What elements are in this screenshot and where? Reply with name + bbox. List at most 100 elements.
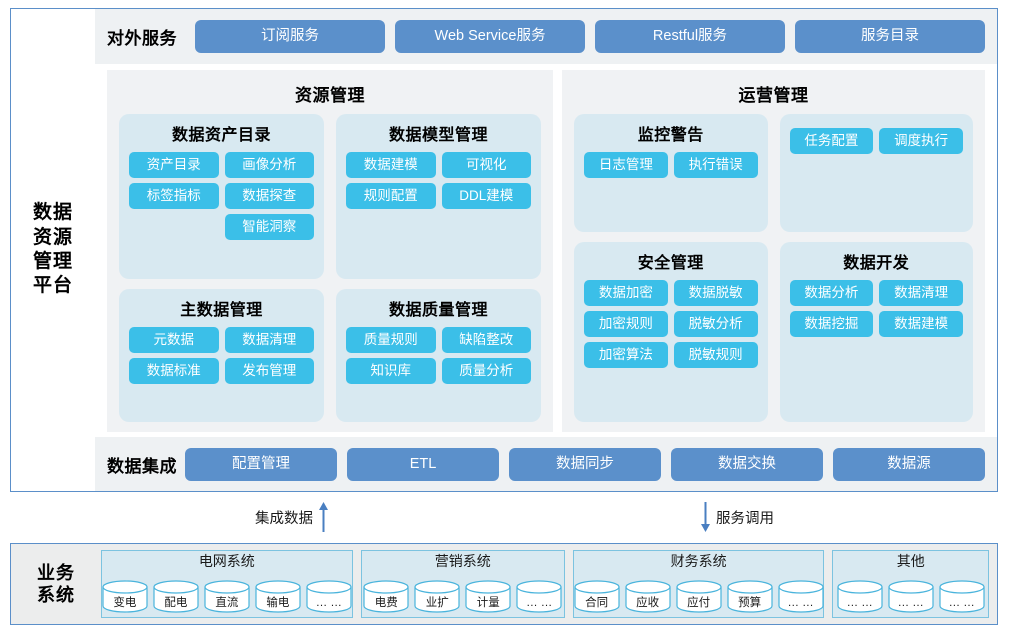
cylinder-label: … … (948, 596, 975, 609)
feature-chip[interactable]: 资产目录 (129, 152, 219, 178)
sub-card: 数据质量管理质量规则缺陷整改知识库质量分析 (336, 288, 541, 422)
database-cylinder-icon[interactable]: 合同 (573, 580, 620, 613)
integration-pill[interactable]: ETL (347, 447, 499, 481)
feature-chip[interactable]: 缺陷整改 (441, 326, 531, 353)
feature-chip[interactable]: 执行错误 (673, 152, 758, 178)
sub-card: 任务配置调度执行 (779, 114, 973, 232)
cylinder-label: … … (846, 596, 873, 609)
integration-pill[interactable]: 数据交换 (671, 447, 823, 481)
database-cylinder-icon[interactable]: 业扩 (414, 580, 460, 613)
feature-chip[interactable]: 元数据 (129, 326, 219, 353)
cylinder-label: 配电 (164, 596, 188, 609)
business-system-group: 电网系统变电配电直流输电… … (101, 550, 353, 618)
database-cylinder-icon[interactable]: … … (837, 580, 883, 613)
service-pill[interactable]: Web Service服务 (395, 20, 585, 53)
feature-chip[interactable]: 智能洞察 (224, 214, 314, 240)
feature-chip[interactable]: 数据挖掘 (789, 311, 874, 337)
database-cylinder-icon[interactable]: … … (939, 580, 985, 613)
feature-chip[interactable]: 质量分析 (441, 357, 531, 384)
sub-card-title: 数据模型管理 (388, 127, 488, 144)
feature-chip[interactable]: 质量规则 (346, 326, 436, 353)
feature-chip[interactable]: 数据建模 (346, 152, 436, 178)
cylinder-label: 直流 (215, 596, 239, 609)
business-system-group: 财务系统合同 应收 应付 预算… … (572, 550, 825, 618)
database-cylinder-icon[interactable]: 配电 (153, 580, 199, 613)
title-line: 平台 (32, 275, 73, 297)
database-cylinder-icon[interactable]: 应收 (624, 580, 671, 613)
chip-grid: 元数据数据清理数据标准发布管理 (129, 326, 314, 384)
feature-chip[interactable]: 加密规则 (584, 311, 668, 337)
title-line: 资源 (32, 226, 73, 248)
database-cylinder-icon[interactable]: … … (306, 580, 352, 613)
feature-chip[interactable]: 日志管理 (584, 152, 668, 178)
panel-title: 运营管理 (738, 86, 809, 105)
database-cylinder-icon[interactable]: 输电 (255, 580, 301, 613)
feature-chip[interactable]: 画像分析 (224, 152, 314, 178)
database-cylinder-icon[interactable]: 直流 (204, 580, 250, 613)
data-integration-items: 配置管理 ETL 数据同步数据交换数据源 (185, 447, 985, 481)
arrow-up-icon (319, 502, 328, 532)
data-integration-bar: 数据集成 配置管理 ETL 数据同步数据交换数据源 (95, 437, 997, 491)
feature-chip[interactable]: 数据加密 (584, 280, 668, 306)
connector-service-call: 服务调用 (700, 502, 774, 532)
integration-pill[interactable]: 配置管理 (185, 447, 337, 481)
sub-card: 数据开发数据分析数据清理数据挖掘数据建模 (779, 242, 973, 422)
data-integration-label: 数据集成 (107, 456, 177, 476)
connector-integrate-data: 集成数据 (255, 502, 329, 532)
database-cylinder-icon[interactable]: 电费 (363, 580, 409, 613)
feature-chip[interactable]: 数据分析 (789, 280, 874, 306)
integration-pill[interactable]: 数据源 (833, 447, 985, 481)
feature-chip[interactable]: 数据探查 (224, 183, 314, 209)
database-cylinder-icon[interactable]: … … (888, 580, 934, 613)
title-line: 数据 (32, 202, 73, 224)
feature-chip[interactable]: 脱敏分析 (673, 311, 758, 337)
business-title-text: 业务系统 (37, 562, 75, 607)
feature-chip[interactable]: 发布管理 (224, 357, 314, 384)
business-system-group: 营销系统电费业扩 计量 … … (360, 550, 565, 618)
feature-chip[interactable]: 规则配置 (346, 183, 436, 209)
connector-label: 服务调用 (716, 510, 774, 527)
database-cylinder-icon[interactable]: 变电 (102, 580, 148, 613)
database-cylinder-icon[interactable]: … … (777, 580, 824, 613)
cylinder-label: 计量 (476, 596, 500, 609)
feature-chip[interactable]: 数据清理 (224, 326, 314, 353)
business-groups: 电网系统变电配电直流输电… …营销系统电费业扩计量… …财务系统合同应收应付预算… (101, 550, 989, 618)
feature-chip[interactable]: 任务配置 (789, 128, 874, 154)
cylinder-label: 应付 (687, 596, 711, 609)
sub-card: 监控警告日志管理执行错误 (574, 114, 768, 232)
business-system-group-title: 财务系统 (670, 553, 727, 569)
feature-chip[interactable]: DDL建模 (441, 183, 531, 209)
database-cylinder-icon[interactable]: 计量 (465, 580, 511, 613)
database-cylinder-icon[interactable]: … … (516, 580, 562, 613)
feature-chip[interactable]: 数据标准 (129, 357, 219, 384)
feature-chip[interactable]: 数据建模 (879, 311, 963, 337)
cylinder-label: … … (526, 596, 553, 609)
panel-card-grid: 数据资产目录资产目录画像分析标签指标数据探查智能洞察数据模型管理数据建模可视化规… (119, 114, 541, 422)
feature-chip[interactable]: 调度执行 (879, 128, 963, 154)
cylinder-label: 合同 (585, 596, 609, 609)
connector-label: 集成数据 (255, 510, 313, 527)
feature-chip[interactable]: 加密算法 (584, 342, 668, 368)
feature-chip[interactable]: 标签指标 (129, 183, 219, 209)
business-system-group-title: 营销系统 (434, 553, 491, 569)
feature-chip[interactable]: 数据脱敏 (673, 280, 758, 306)
feature-chip[interactable]: 数据清理 (879, 280, 963, 306)
cylinder-row: … … … … … … (837, 572, 985, 614)
business-system-group: 其他… …… …… … (832, 550, 989, 618)
service-pill[interactable]: 订阅服务 (195, 20, 385, 53)
feature-chip[interactable]: 可视化 (441, 152, 531, 178)
sub-card-title: 监控警告 (637, 127, 704, 144)
service-pill[interactable]: 服务目录 (795, 20, 985, 53)
database-cylinder-icon[interactable]: 预算 (726, 580, 773, 613)
title-line: 系统 (37, 585, 75, 605)
service-pill[interactable]: Restful服务 (595, 20, 785, 53)
integration-pill[interactable]: 数据同步 (509, 447, 661, 481)
title-line: 管理 (32, 251, 73, 272)
sub-card-title: 数据开发 (843, 255, 910, 272)
database-cylinder-icon[interactable]: 应付 (675, 580, 722, 613)
feature-chip[interactable]: 脱敏规则 (673, 342, 758, 368)
feature-chip[interactable]: 知识库 (346, 357, 436, 384)
connector-band: 集成数据 服务调用 (10, 492, 998, 540)
